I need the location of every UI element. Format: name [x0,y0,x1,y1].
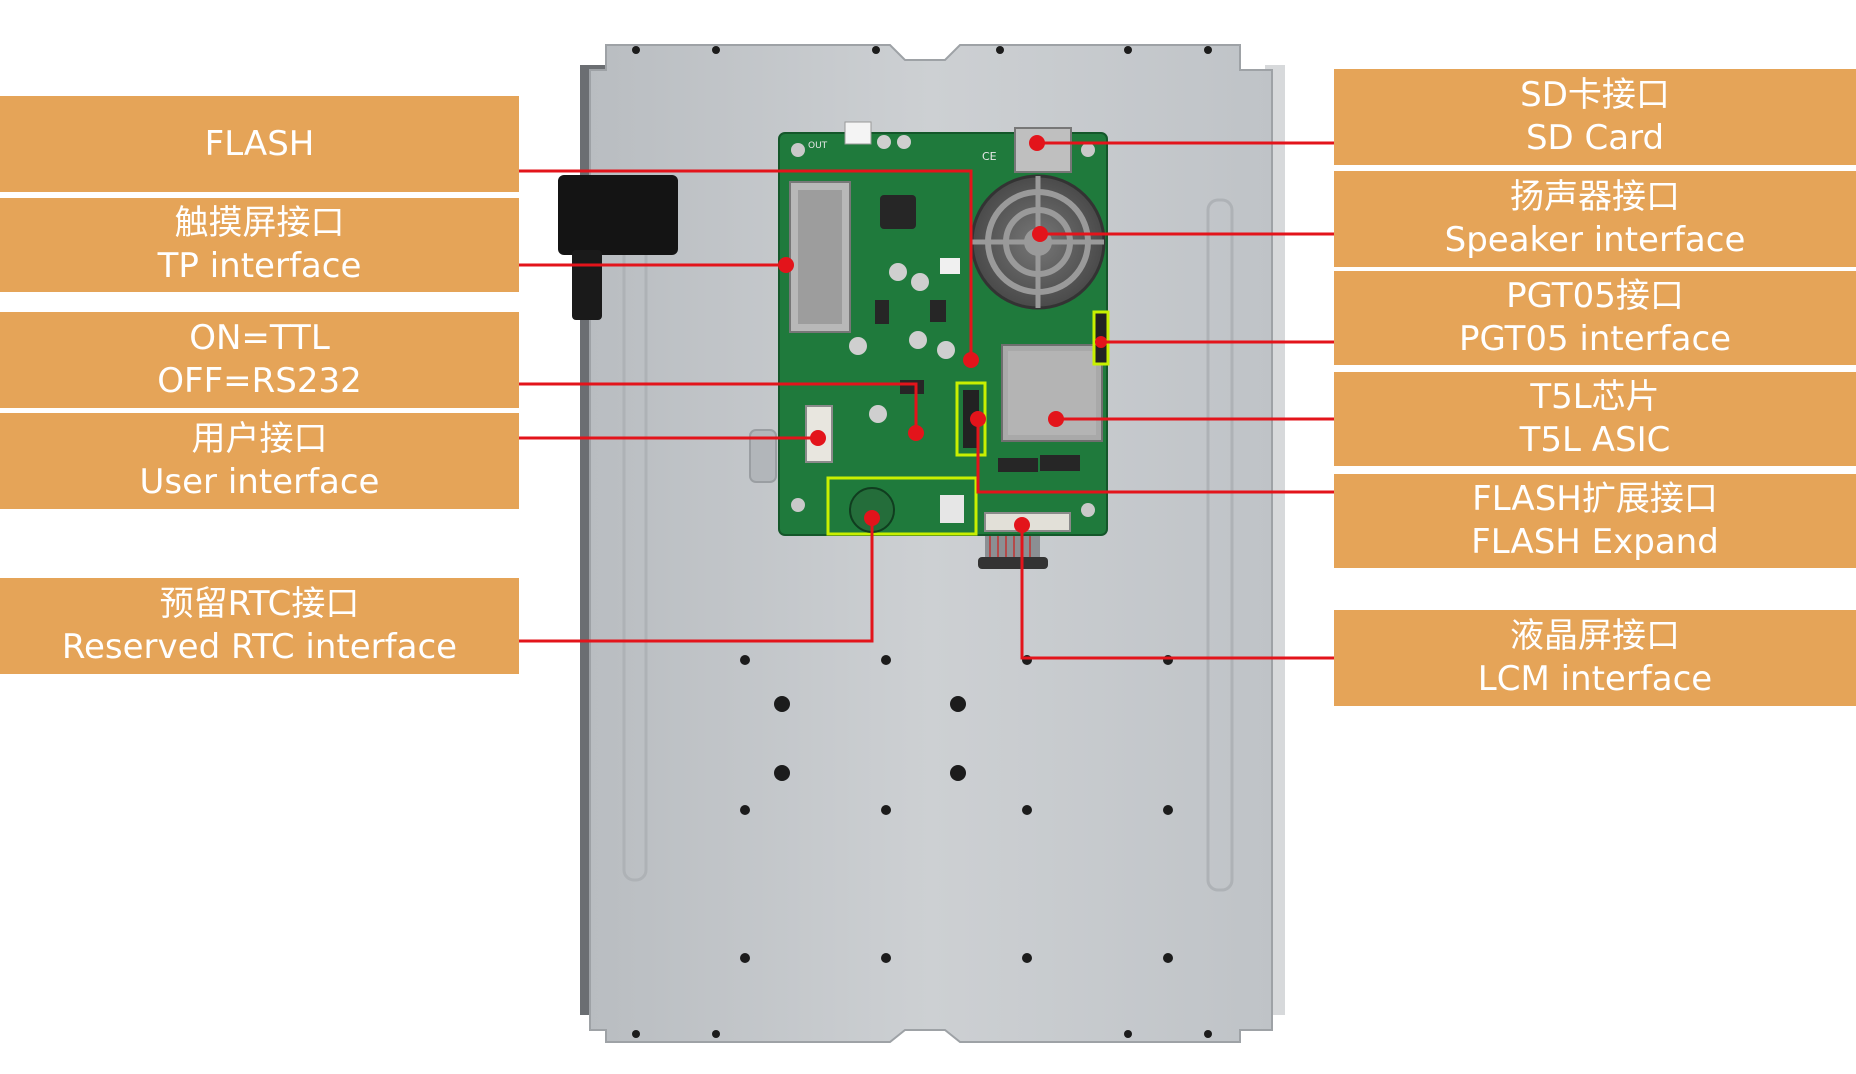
label-tp-en: TP interface [157,246,362,286]
callout-line-ttl [519,382,918,433]
label-lcm-en: LCM interface [1477,659,1713,699]
label-pgt05-en: PGT05 interface [1458,319,1732,359]
tp-flex-cable [558,175,678,255]
label-speaker-cn: 扬声器接口 [1510,177,1680,217]
label-tp-interface: 触摸屏接口 TP interface [0,198,519,292]
label-t5l-en: T5L ASIC [1519,420,1671,460]
label-ttl-on: ON=TTL [189,318,330,358]
speaker [970,174,1106,310]
label-rtc-cn: 预留RTC接口 [159,584,360,624]
label-user-cn: 用户接口 [191,419,328,459]
silkscreen-ce: CE [982,150,997,163]
label-t5l-cn: T5L芯片 [1530,377,1660,417]
label-sd-card: SD卡接口 SD Card [1334,69,1856,165]
label-sd-en: SD Card [1525,118,1665,158]
misc-components [844,121,1080,523]
label-ttl-switch: ON=TTL OFF=RS232 [0,312,519,408]
label-user-en: User interface [139,462,380,502]
callout-line-flash [519,169,973,360]
pcb-board: OUT CE [778,121,1110,536]
label-pgt05-cn: PGT05接口 [1506,276,1684,316]
label-flash-expand-en: FLASH Expand [1471,522,1719,562]
silkscreen-out: OUT [808,141,828,151]
label-user-interface: 用户接口 User interface [0,413,519,509]
label-speaker-en: Speaker interface [1444,220,1746,260]
callout-line-rtc [519,518,874,643]
label-t5l-asic: T5L芯片 T5L ASIC [1334,372,1856,466]
label-sd-cn: SD卡接口 [1520,75,1670,115]
label-rtc-interface: 预留RTC接口 Reserved RTC interface [0,578,519,674]
tp-flex-cable-tail [572,250,602,320]
callout-line-flash-expand [976,419,1334,494]
callout-lines [519,141,1334,660]
label-flash: FLASH [0,96,519,192]
label-flash-expand: FLASH扩展接口 FLASH Expand [1334,474,1856,568]
label-lcm-cn: 液晶屏接口 [1510,616,1680,656]
label-flash-text: FLASH [204,123,315,164]
label-pgt05-interface: PGT05接口 PGT05 interface [1334,271,1856,365]
callout-line-lcm [1020,525,1334,660]
label-rtc-en: Reserved RTC interface [61,627,458,667]
label-speaker-interface: 扬声器接口 Speaker interface [1334,171,1856,267]
label-ttl-off: OFF=RS232 [157,361,362,401]
rtc-area-box [826,476,978,536]
label-tp-cn: 触摸屏接口 [174,203,345,243]
label-flash-expand-cn: FLASH扩展接口 [1472,479,1718,519]
sd-card-slot [1014,127,1072,173]
mounting-holes [632,46,1212,1038]
label-lcm-interface: 液晶屏接口 LCM interface [1334,610,1856,706]
callout-dots [778,135,1107,533]
